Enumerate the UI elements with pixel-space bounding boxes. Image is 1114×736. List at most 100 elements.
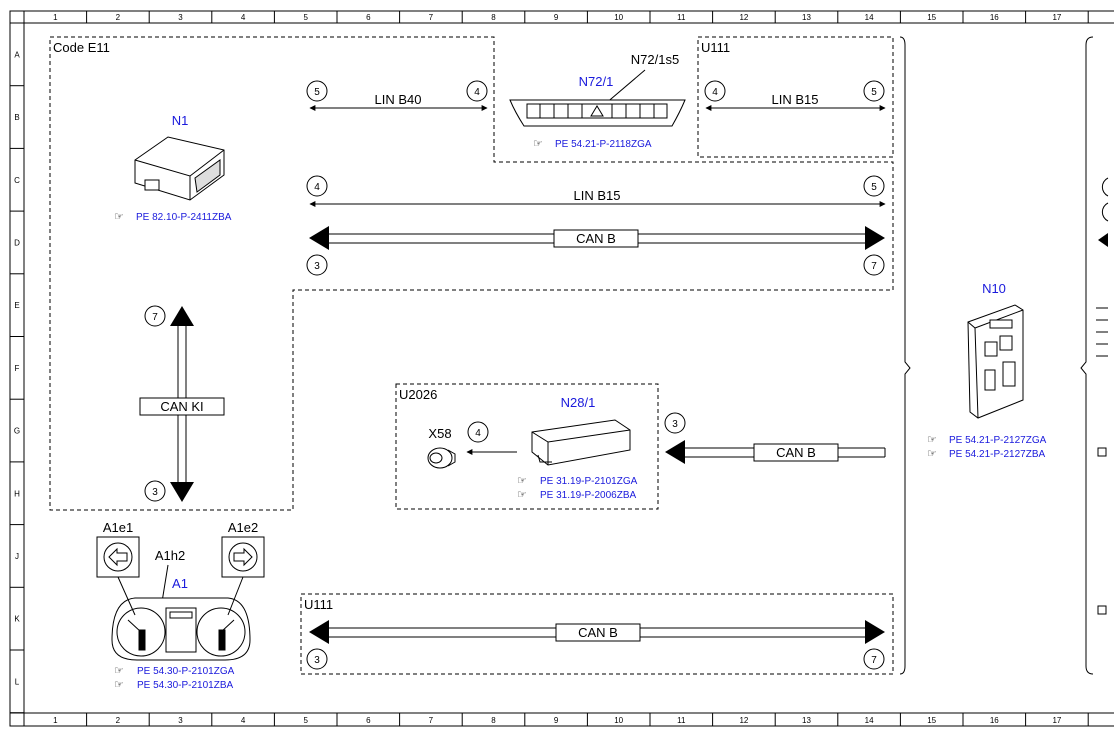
grid-column-label: 16: [990, 13, 999, 22]
u111-top-label: U111: [701, 40, 730, 55]
n28-ref-icon-0: ☞: [517, 475, 527, 487]
n72-ref-0[interactable]: PE 54.21-P-2118ZGA: [555, 139, 652, 150]
lin-b40-pin-left: [306, 80, 328, 102]
grid-column-label: 9: [554, 13, 559, 22]
n28-ref-1[interactable]: PE 31.19-P-2006ZBA: [540, 490, 636, 501]
n72-label: N72/1: [579, 74, 614, 89]
n1-ref-0[interactable]: PE 82.10-P-2411ZBA: [136, 212, 232, 223]
grid-column-label: 17: [1052, 13, 1061, 22]
can-b-bottom-label: CAN B: [578, 625, 618, 640]
n28-label: N28/1: [561, 395, 596, 410]
u2026-area: [395, 383, 659, 510]
x58-label: X58: [428, 426, 451, 441]
x58-link-pin-num: 4: [475, 428, 481, 439]
n28-ref-0[interactable]: PE 31.19-P-2101ZGA: [540, 476, 638, 487]
code-e11-area: [49, 36, 894, 511]
grid-row-label: G: [14, 427, 20, 436]
grid-column-label: 4: [241, 13, 246, 22]
n28-module-icon: [531, 419, 631, 466]
grid-column-label: 10: [614, 13, 623, 22]
grid-column-label: 5: [303, 13, 308, 22]
a1e2-label: A1e2: [228, 520, 258, 535]
u111-top-area: [697, 36, 894, 158]
page-frame: [9, 10, 1114, 727]
grid-row-label: H: [14, 489, 20, 498]
grid-column-label: 8: [491, 13, 496, 22]
grid-row-label: L: [15, 677, 20, 686]
n10-ref-0[interactable]: PE 54.21-P-2127ZGA: [949, 435, 1047, 446]
lin-b15-short-pin-right: [863, 80, 885, 102]
a1-ref-0[interactable]: PE 54.30-P-2101ZGA: [137, 666, 235, 677]
n1-ref-icon: ☞: [114, 211, 124, 223]
a1e1-leader: [117, 576, 136, 616]
can-b-n28-pin: [664, 412, 686, 434]
grid-row-label: A: [14, 50, 20, 59]
lin-b40-pin-right-num: 4: [474, 87, 480, 98]
n10-label: N10: [982, 281, 1006, 296]
grid-row-label: C: [14, 176, 20, 185]
a1-ref-1[interactable]: PE 54.30-P-2101ZBA: [137, 680, 233, 691]
cutoff-right-edge-content: [1096, 177, 1109, 615]
can-b-bottom-pin-left: [306, 648, 328, 670]
module-brace-right: [1080, 36, 1094, 675]
can-b-top-pin-right-num: 7: [871, 261, 877, 272]
lin-b15-long-pin-right: [863, 175, 885, 197]
can-b-bottom-pin-left-num: 3: [314, 655, 320, 666]
a1-instrument-cluster-icon: [111, 597, 251, 661]
lin-b40-label: LIN B40: [375, 92, 422, 107]
grid-column-label: 1: [53, 13, 58, 22]
lin-b15-short-pin-left: [704, 80, 726, 102]
n10-ref-icon-1: ☞: [927, 448, 937, 460]
lin-b15-long-pin-left: [306, 175, 328, 197]
n1-label: N1: [172, 113, 189, 128]
n10-ref-1[interactable]: PE 54.21-P-2127ZBA: [949, 449, 1045, 460]
can-b-n28-label: CAN B: [776, 445, 816, 460]
grid-column-label: 14: [865, 13, 874, 22]
module-brace-left: [899, 36, 911, 675]
a1e2-leader: [227, 576, 244, 616]
can-ki-pin-bottom: [144, 480, 166, 502]
a1h2-label: A1h2: [155, 548, 185, 563]
can-b-n28-box: [753, 443, 839, 462]
grid-column-label: 6: [366, 716, 371, 725]
grid-row-label: F: [15, 364, 20, 373]
grid-column-label: 10: [614, 716, 623, 725]
grid-column-label: 8: [491, 716, 496, 725]
grid-column-label: 7: [429, 716, 434, 725]
grid-column-label: 11: [677, 716, 686, 725]
n10-module-icon: [967, 304, 1024, 419]
grid-column-label: 1: [53, 716, 58, 725]
n72-switch-label: N72/1s5: [631, 52, 679, 67]
grid-row-label: J: [15, 552, 19, 561]
can-ki-label: CAN KI: [160, 399, 203, 414]
a1e1-left-arrow-button-icon: [96, 536, 140, 578]
can-b-top-pin-left-num: 3: [314, 261, 320, 272]
lin-b40-pin-right: [466, 80, 488, 102]
grid-column-label: 2: [116, 13, 121, 22]
grid-row-label: K: [14, 615, 20, 624]
can-b-bottom-pin-right-num: 7: [871, 655, 877, 666]
can-ki-pin-bottom-num: 3: [152, 487, 158, 498]
lin-b15-short-pin-left-num: 4: [712, 87, 718, 98]
can-ki-pin-top-num: 7: [152, 312, 158, 323]
lin-b15-short-pin-right-num: 5: [871, 87, 877, 98]
a1-ref-icon-0: ☞: [114, 665, 124, 677]
grid-row-label: B: [14, 113, 19, 122]
grid-column-label: 13: [802, 13, 811, 22]
n10-ref-icon-0: ☞: [927, 434, 937, 446]
x58-connector-icon: [427, 447, 456, 469]
grid-column-label: 14: [865, 716, 874, 725]
a1-ref-icon-1: ☞: [114, 679, 124, 691]
can-b-top-label: CAN B: [576, 231, 616, 246]
grid-column-label: 15: [927, 716, 936, 725]
lin-b15-short-label: LIN B15: [772, 92, 819, 107]
u111-bottom-area: [300, 593, 894, 675]
grid-column-label: 6: [366, 13, 371, 22]
n1-module-icon: [134, 136, 225, 201]
a1e2-right-arrow-button-icon: [221, 536, 265, 578]
grid-row-label: D: [14, 238, 20, 247]
a1h2-leader: [161, 564, 169, 603]
n28-ref-icon-1: ☞: [517, 489, 527, 501]
